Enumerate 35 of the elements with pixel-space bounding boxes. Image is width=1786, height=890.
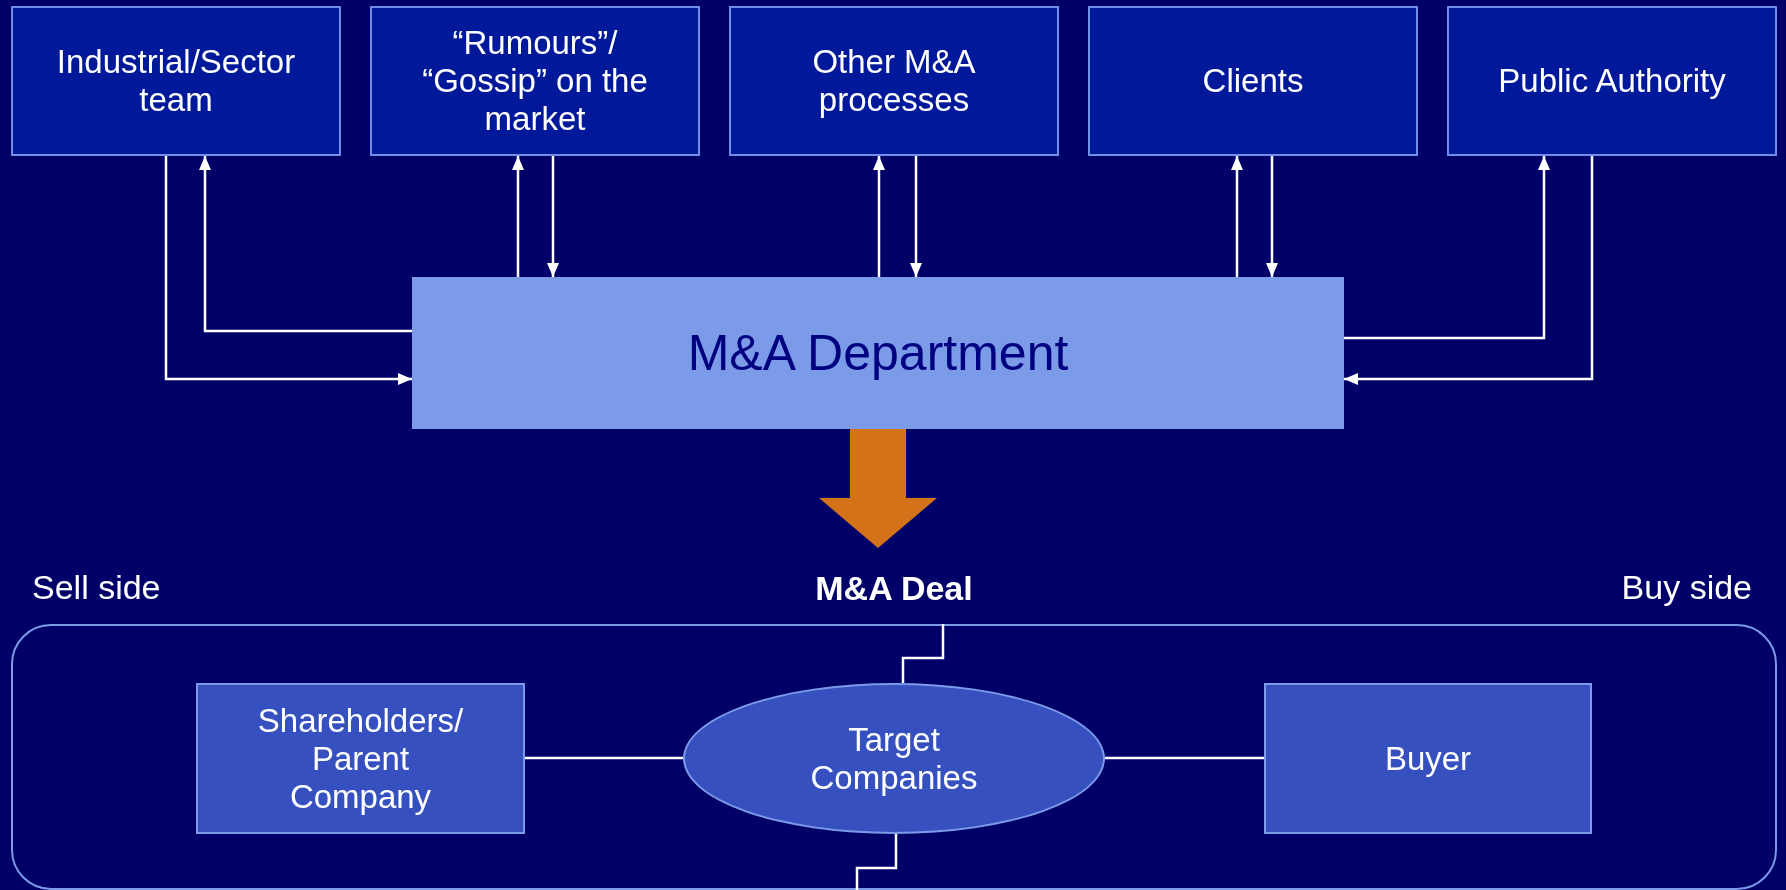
- source-box: [1088, 6, 1418, 156]
- connector-line: [855, 834, 898, 890]
- source-box: [729, 6, 1059, 156]
- node-label: “Rumours”/ “Gossip” on the market: [421, 24, 649, 138]
- source-box: [11, 6, 341, 156]
- arrow: [910, 156, 922, 277]
- side-label: Buy side: [1621, 567, 1752, 607]
- group-heading: M&A Deal: [815, 568, 973, 608]
- node-label: Industrial/Sector team: [55, 43, 297, 119]
- arrow: [1344, 156, 1550, 340]
- source-box: [370, 6, 700, 156]
- node-label: Public Authority: [1498, 62, 1726, 100]
- node-label: Shareholders/ Parent Company: [256, 701, 465, 816]
- connector-line: [1105, 756, 1264, 760]
- arrow: [1266, 156, 1278, 277]
- connector-line: [525, 756, 683, 760]
- arrow: [1344, 156, 1594, 385]
- block-arrow: [819, 429, 937, 548]
- node-label: Other M&A processes: [811, 43, 977, 119]
- party-box: [1264, 683, 1592, 834]
- arrow: [547, 156, 559, 277]
- source-box: [1447, 6, 1777, 156]
- arrow: [512, 156, 524, 277]
- node-label: Clients: [1202, 62, 1304, 100]
- connector-line: [901, 624, 945, 683]
- arrow: [164, 156, 412, 385]
- node-label: Buyer: [1384, 739, 1472, 778]
- node-label: M&A Department: [687, 324, 1069, 382]
- party-box: [196, 683, 525, 834]
- arrow: [199, 156, 412, 333]
- arrow: [1231, 156, 1243, 277]
- side-label: Sell side: [32, 567, 161, 607]
- department-box: [412, 277, 1344, 429]
- node-label: Target Companies: [809, 720, 979, 797]
- arrow: [873, 156, 885, 277]
